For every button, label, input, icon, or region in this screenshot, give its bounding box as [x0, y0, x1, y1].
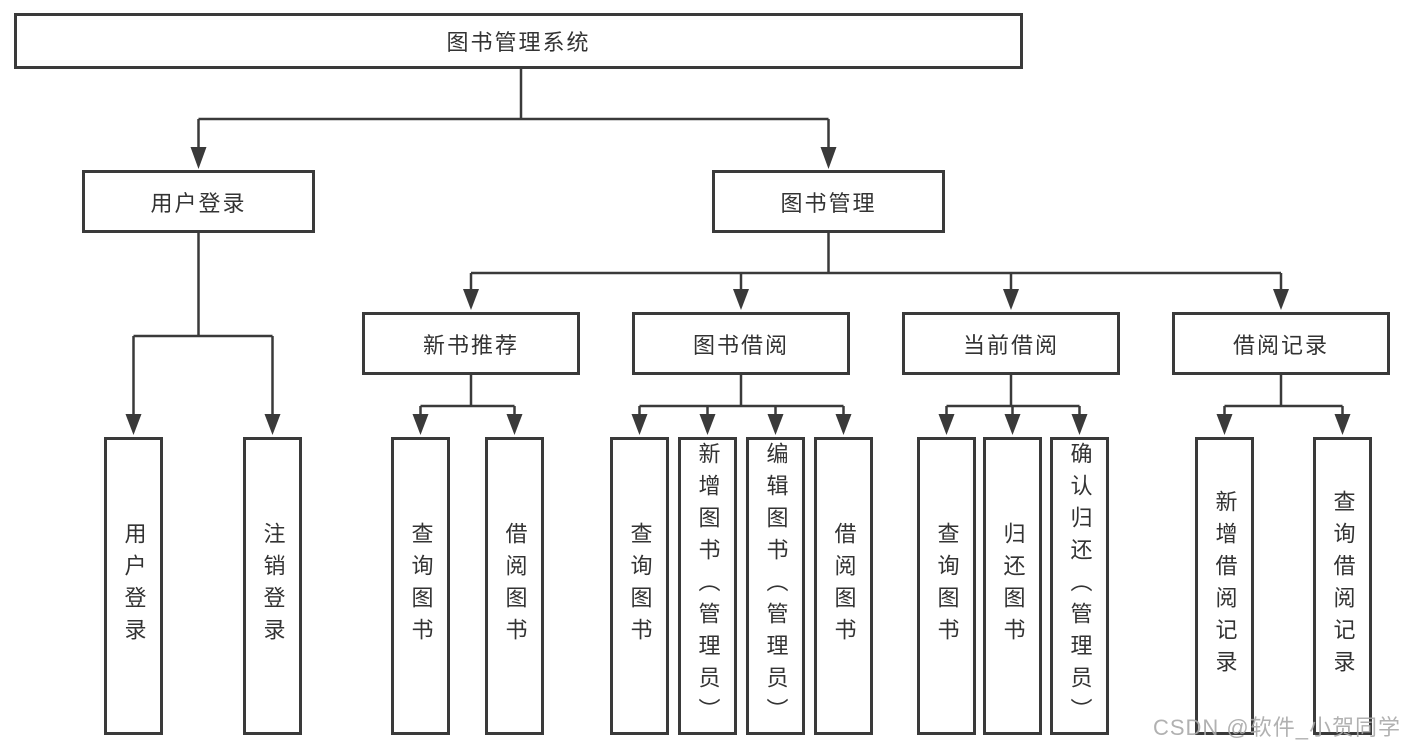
node-user-login: 用户登录	[82, 170, 315, 233]
leaf-borrowing-query-books: 查询图书	[610, 437, 669, 735]
connector-root-to-level2	[197, 69, 830, 150]
node-new-book-recommend-label: 新书推荐	[422, 332, 519, 358]
node-book-management: 图书管理	[712, 170, 945, 233]
leaf-recommend-query-books: 查询图书	[391, 437, 450, 735]
node-book-borrowing-label: 图书借阅	[692, 332, 789, 358]
connector-records-to-leaves	[1223, 375, 1344, 416]
node-borrowing-records: 借阅记录	[1172, 312, 1390, 375]
node-user-login-label: 用户登录	[150, 190, 247, 216]
csdn-watermark: CSDN @软件_小贺同学	[1152, 715, 1401, 740]
leaf-recommend-borrow-books: 借阅图书	[485, 437, 544, 735]
connector-new-books-to-leaves	[419, 375, 516, 416]
leaf-borrowing-edit-books-admin: 编辑图书（管理员）	[746, 437, 805, 735]
node-new-book-recommend: 新书推荐	[362, 312, 580, 375]
leaf-records-add-record: 新增借阅记录	[1195, 437, 1254, 735]
leaf-borrowing-add-books-admin: 新增图书（管理员）	[678, 437, 737, 735]
connector-borrow-to-leaves	[638, 375, 845, 416]
connector-current-to-leaves	[945, 375, 1081, 416]
leaf-current-confirm-return-admin: 确认归还（管理员）	[1050, 437, 1109, 735]
leaf-logout: 注销登录	[243, 437, 302, 735]
node-root-system: 图书管理系统	[14, 13, 1023, 69]
leaf-current-return-books: 归还图书	[983, 437, 1042, 735]
node-root-label: 图书管理系统	[446, 30, 591, 55]
node-current-borrowing: 当前借阅	[902, 312, 1120, 375]
connector-book-mgmt-to-level3	[469, 233, 1283, 291]
leaf-borrowing-borrow-books: 借阅图书	[814, 437, 873, 735]
leaf-current-query-books: 查询图书	[917, 437, 976, 735]
leaf-user-login: 用户登录	[104, 437, 163, 735]
node-book-management-label: 图书管理	[780, 190, 877, 216]
node-current-borrowing-label: 当前借阅	[962, 332, 1059, 358]
node-book-borrowing: 图书借阅	[632, 312, 850, 375]
connector-user-login-to-leaves	[132, 233, 274, 416]
leaf-records-query-record: 查询借阅记录	[1313, 437, 1372, 735]
node-borrowing-records-label: 借阅记录	[1232, 332, 1329, 358]
